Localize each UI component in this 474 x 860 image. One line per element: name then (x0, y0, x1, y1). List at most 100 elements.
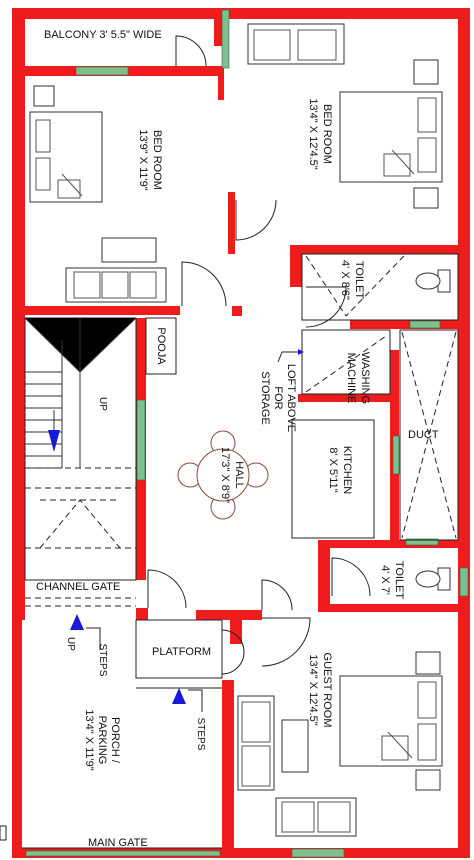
toilet2-wc (415, 567, 451, 591)
bedroom1-sofa-seat-3 (129, 271, 157, 299)
guest-side-table-bottom (415, 769, 441, 791)
window-kitchen (392, 435, 400, 475)
guest-bed (339, 675, 443, 767)
platform-up-arrow (172, 688, 186, 704)
washing-line2: MACHINE (345, 353, 357, 404)
bedroom2-name: BED ROOM (321, 104, 333, 164)
pooja-box (145, 317, 177, 375)
window-toilet1 (409, 320, 441, 329)
bedroom1-name: BED ROOM (151, 130, 163, 190)
kitchen-size: 8' X 5'11" (327, 447, 339, 492)
wall-platform-top-right (136, 608, 148, 620)
window-balcony (75, 66, 129, 76)
wall-bedroom-divider-top (214, 8, 224, 46)
window-toilet2 (459, 567, 469, 597)
stair-lower-dashes (25, 467, 136, 549)
hall-size: 17'3" X 8'9" (219, 447, 231, 503)
loft-line2: FOR (272, 386, 284, 409)
platform-box (135, 619, 223, 679)
corner-marker (0, 825, 7, 841)
stair-treads-left (25, 340, 63, 469)
wall-toilet2-bottom (318, 604, 470, 612)
steps-right-label: STEPS (195, 718, 206, 751)
toilet1-outline (301, 253, 459, 321)
porch-up-arrow (70, 614, 84, 630)
bedroom2-label: BED ROOM 13'4" X 12'4.5" (307, 98, 333, 169)
kitchen-label: KITCHEN 8' X 5'11" (327, 446, 353, 494)
toilet1-wc (415, 269, 451, 293)
door-bedroom1 (181, 261, 227, 307)
bedroom1-sofa-seat-1 (73, 271, 101, 299)
bedroom1-table (101, 237, 157, 263)
up-left-label: UP (65, 637, 76, 651)
washing-area (301, 329, 391, 395)
porch-line2: PARKING (96, 716, 108, 765)
bedroom2-sofa-seat-2 (297, 29, 337, 61)
bedroom2-blanket (383, 149, 415, 177)
bedroom1-side-table (33, 85, 55, 107)
door-platform (221, 629, 245, 675)
guest-sofa-bottom-seat-1 (281, 801, 315, 833)
stairs-up-label: UP (97, 397, 108, 411)
stair-landing-diagonals (24, 317, 137, 373)
pooja-label-wrap: POOJA (155, 327, 167, 365)
up-left-label-wrap: UP (65, 637, 76, 651)
bedroom1-size: 13'9" X 11'9" (137, 129, 149, 190)
guest-room-furniture (237, 651, 443, 837)
guest-sofa-left-seat-2 (241, 745, 271, 787)
loft-leader (277, 351, 298, 363)
door-guest (261, 617, 311, 667)
door-balcony (175, 35, 207, 67)
washing-line1: WASHING (359, 352, 371, 404)
kitchen-name: KITCHEN (341, 446, 353, 494)
door-toilet1 (305, 286, 347, 328)
toilet1-size: 4' X 8'6" (339, 260, 351, 300)
steps-right-label-wrap: STEPS (195, 718, 206, 751)
stair-arrow (48, 430, 60, 452)
duct-cross (401, 331, 457, 539)
wall-toilet1-left (290, 245, 302, 287)
bedroom2-side-table-top (413, 59, 439, 85)
bedroom2-sofa-seat-1 (253, 29, 291, 61)
loft-line1: LOFT ABOVE (285, 364, 297, 432)
guest-room-size: 13'4" X 12'4.5" (307, 654, 319, 725)
bedroom1-sofa (65, 267, 167, 303)
duct-box (399, 329, 459, 541)
porch-line3: 13'4" X 11'9" (83, 709, 95, 770)
platform-label: PLATFORM (152, 646, 211, 658)
wall-bedroom-divider-mid (218, 68, 224, 100)
bedroom1-blanket (57, 173, 83, 199)
guest-room-name: GUEST ROOM (321, 653, 333, 728)
door-toilet2 (331, 557, 371, 597)
wall-toilet2-left (318, 540, 330, 610)
wall-bedroom-divider-low (228, 192, 235, 254)
bedroom1-furniture (29, 85, 167, 303)
windows (25, 9, 469, 858)
stairs-up-label-wrap: UP (97, 397, 108, 411)
door-bedroom2 (235, 199, 277, 241)
stair-channel-dashes (25, 597, 136, 607)
bedroom2-furniture (247, 23, 443, 209)
duct-label: DUCT (408, 429, 439, 441)
guest-sofa-bottom-seat-2 (317, 801, 351, 833)
steps-left-label-wrap: STEPS (97, 644, 108, 677)
bedroom2-side-table-bottom (413, 187, 439, 209)
guest-side-table-top (415, 651, 441, 675)
loft-label: LOFT ABOVE FOR STORAGE (259, 364, 297, 432)
washing-dashes (305, 335, 387, 393)
toilet2-size: 4' X 7' (379, 565, 391, 595)
porch-label: PORCH / PARKING 13'4" X 11'9" (83, 709, 121, 770)
hall-label: HALL 17'3" X 8'9" (219, 447, 245, 503)
wall-right (458, 8, 470, 858)
wall-toilet2-top (330, 540, 470, 548)
wall-bottom (12, 848, 470, 858)
bedroom1-label: BED ROOM 13'9" X 11'9" (137, 129, 163, 190)
washing-label: WASHING MACHINE (345, 352, 371, 404)
door-hall-right (261, 579, 293, 611)
window-guest-bottom (291, 848, 345, 858)
guest-pillow-top (417, 681, 437, 719)
channel-gate-label: CHANNEL GATE (36, 581, 120, 593)
guest-sofa-left-seat-1 (241, 701, 271, 743)
hall-name: HALL (233, 461, 245, 489)
